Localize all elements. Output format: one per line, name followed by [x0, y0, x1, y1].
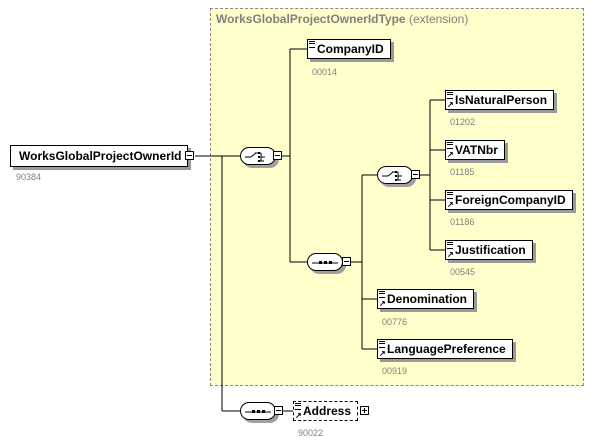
element-marker-icon — [447, 142, 453, 149]
address-sequence-compositor[interactable] — [240, 402, 276, 420]
type-name: WorksGlobalProjectOwnerIdType — [216, 12, 406, 26]
sequence-compositor[interactable] — [307, 253, 343, 271]
type-suffix: (extension) — [408, 12, 469, 26]
element-marker-icon — [309, 41, 315, 48]
element-label: ForeignCompanyID — [455, 193, 566, 207]
element-code: 00014 — [312, 67, 338, 77]
element-code: 01202 — [450, 117, 476, 127]
root-code: 90384 — [16, 172, 42, 182]
element-companyid[interactable]: CompanyID — [307, 39, 391, 59]
root-element-label: WorksGlobalProjectOwnerId — [19, 149, 182, 163]
choice-compositor-2[interactable] — [377, 166, 413, 184]
element-label: VATNbr — [455, 143, 498, 157]
element-code: 00919 — [382, 366, 408, 376]
address-sequence-collapse-toggle[interactable] — [274, 406, 283, 415]
type-title: WorksGlobalProjectOwnerIdType (extension… — [216, 12, 468, 26]
element-address[interactable]: ↗ Address — [293, 401, 370, 421]
element-label: CompanyID — [317, 42, 384, 56]
address-code: 90022 — [298, 428, 324, 438]
element-marker-icon — [447, 192, 453, 199]
expand-icon[interactable] — [360, 406, 370, 415]
element-code: 01186 — [450, 217, 475, 227]
element-marker-icon — [447, 92, 453, 99]
element-label: Justification — [455, 243, 526, 257]
reference-arrow-icon: ↗ — [447, 250, 454, 259]
choice-collapse-toggle[interactable] — [273, 151, 282, 160]
reference-arrow-icon: ↗ — [447, 200, 454, 209]
element-marker-icon — [379, 291, 385, 298]
choice-2-collapse-toggle[interactable] — [411, 170, 420, 179]
root-collapse-toggle[interactable] — [185, 151, 194, 160]
element-label: Denomination — [387, 292, 467, 306]
reference-arrow-icon: ↗ — [447, 100, 454, 109]
element-label: LanguagePreference — [387, 342, 506, 356]
element-denomination[interactable]: ↗ Denomination — [377, 289, 474, 309]
reference-arrow-icon: ↗ — [379, 299, 386, 308]
choice-icon — [382, 171, 402, 181]
element-vatnbr[interactable]: ↗ VATNbr — [445, 140, 505, 160]
reference-arrow-icon: ↗ — [447, 150, 454, 159]
element-languagepreference[interactable]: ↗ LanguagePreference — [377, 339, 513, 359]
element-foreigncompanyid[interactable]: ↗ ForeignCompanyID — [445, 190, 573, 210]
reference-arrow-icon: ↗ — [295, 411, 302, 420]
sequence-collapse-toggle[interactable] — [342, 257, 351, 266]
element-isnaturalperson[interactable]: ↗ IsNaturalPerson — [445, 90, 555, 110]
element-code: 01185 — [450, 167, 475, 177]
sequence-icon — [312, 261, 338, 264]
choice-compositor[interactable] — [240, 147, 276, 165]
reference-arrow-icon: ↗ — [379, 349, 386, 358]
element-marker-icon — [379, 341, 385, 348]
sequence-icon — [245, 410, 271, 413]
element-code: 00776 — [382, 317, 408, 327]
element-marker-icon — [295, 403, 301, 410]
element-label: IsNaturalPerson — [455, 93, 548, 107]
choice-icon — [245, 152, 265, 162]
element-label: Address — [303, 404, 352, 418]
element-marker-icon — [447, 242, 453, 249]
element-justification[interactable]: ↗ Justification — [445, 240, 533, 260]
root-element[interactable]: WorksGlobalProjectOwnerId — [10, 145, 189, 167]
element-code: 00545 — [450, 267, 476, 277]
